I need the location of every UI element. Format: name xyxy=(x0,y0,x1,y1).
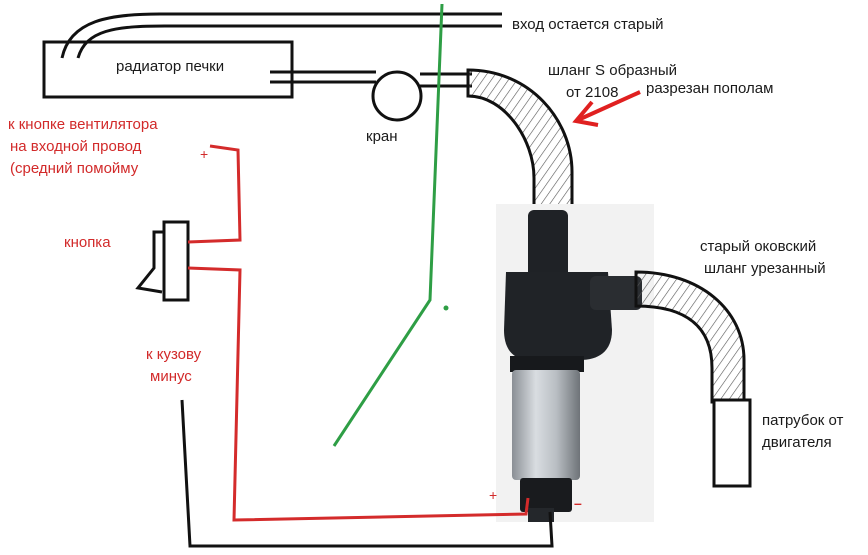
label-fan-button-1: к кнопке вентилятора xyxy=(8,116,158,133)
label-s-hose: шланг S образный xyxy=(548,62,677,79)
pump-image xyxy=(504,210,642,522)
wire-positive-to-pump xyxy=(187,266,530,522)
label-old-hose-1: старый оковский xyxy=(700,238,817,255)
label-cut-in-half: разрезан пополам xyxy=(646,80,774,97)
heater-radiator-box xyxy=(42,40,294,99)
label-pump-minus: – xyxy=(574,495,582,511)
label-valve: кран xyxy=(366,128,398,145)
label-plus-top: + xyxy=(200,146,209,162)
label-fan-button-3: (средний помойму xyxy=(10,160,139,177)
wire-ground xyxy=(180,399,554,548)
label-button: кнопка xyxy=(64,234,111,251)
outlet-pipe xyxy=(270,70,472,88)
label-fan-button-2: на входной провод xyxy=(10,138,142,155)
s-hose xyxy=(466,68,574,220)
label-to-body-2: минус xyxy=(150,368,192,385)
label-old-hose-2: шланг урезанный xyxy=(704,260,826,277)
label-engine-pipe-2: двигателя xyxy=(762,434,832,451)
label-pump-plus: + xyxy=(489,487,498,503)
label-to-body-1: к кузову xyxy=(146,346,202,363)
inlet-pipe xyxy=(60,12,502,59)
button-symbol xyxy=(135,220,190,302)
label-inlet-stays-old: вход остается старый xyxy=(512,16,664,33)
engine-pipe xyxy=(712,398,752,488)
valve-symbol xyxy=(371,70,423,122)
red-arrow xyxy=(572,90,641,127)
label-engine-pipe-1: патрубок от xyxy=(762,412,844,429)
label-s-hose-origin: от 2108 xyxy=(566,84,619,101)
label-heater-radiator: радиатор печки xyxy=(116,58,225,75)
green-line xyxy=(332,3,444,447)
wire-positive-to-fan xyxy=(187,144,242,244)
green-dot xyxy=(443,305,449,311)
